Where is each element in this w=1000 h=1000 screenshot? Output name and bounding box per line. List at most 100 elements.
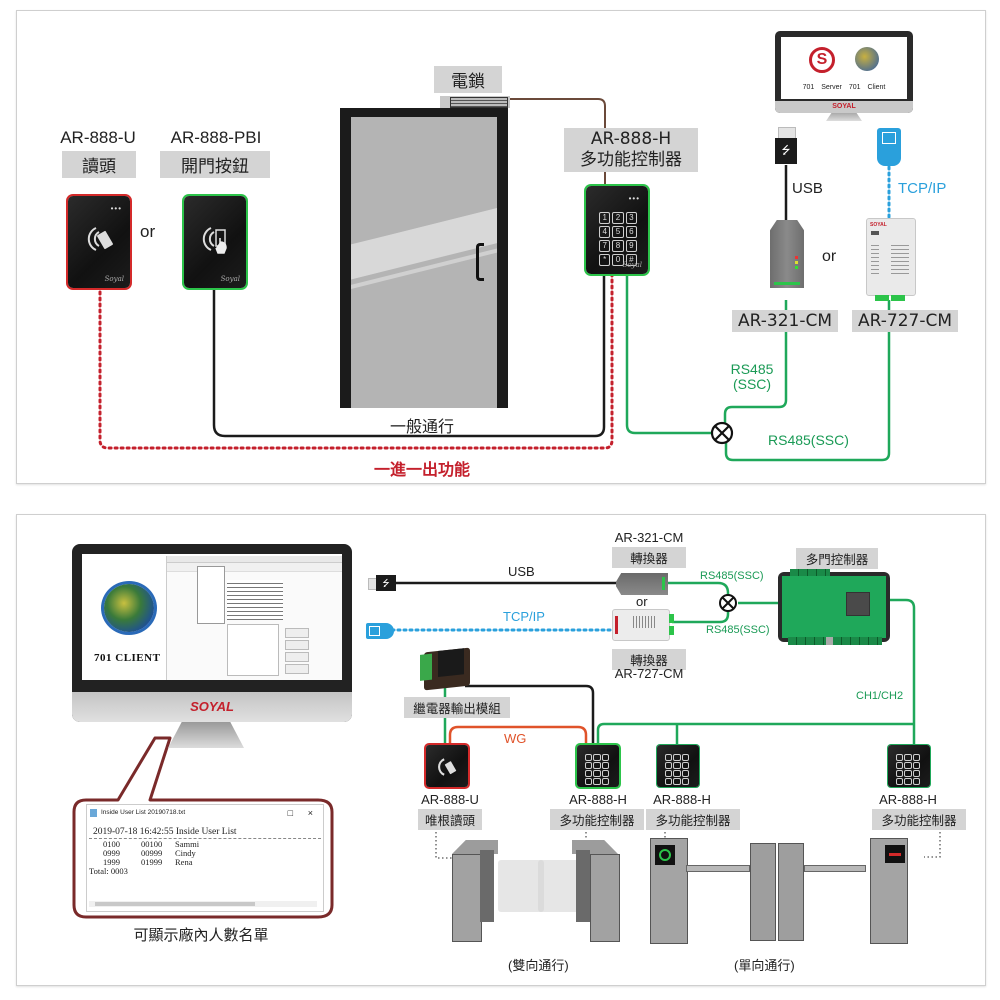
swing-panel-left — [498, 860, 544, 912]
server-app-label: 701 Server — [802, 84, 842, 91]
unidirectional-label: (單向通行) — [734, 958, 795, 973]
ar-727-cm-role-bottom: 轉換器 — [612, 649, 686, 670]
electric-lock-icon — [440, 96, 510, 108]
tripod-turnstile-left — [650, 838, 688, 944]
red-stop-indicator-icon — [889, 853, 901, 856]
ar-888-h-controller-bottom-2 — [657, 745, 699, 787]
usb-symbol-icon: ⭍ — [775, 138, 797, 164]
ar-727-cm-converter-bottom — [612, 609, 674, 641]
device-role-2: 多功能控制器 — [646, 809, 740, 830]
usb-symbol-icon-bottom: ⭍ — [376, 575, 396, 591]
server-monitor: S 701 Server 701 Client SOYAL — [775, 31, 913, 113]
or-text-top-2: or — [822, 248, 837, 265]
or-text-bottom: or — [636, 594, 648, 609]
tripod-turnstile-right — [870, 838, 908, 944]
ar-888-u-reader-bottom — [426, 745, 468, 787]
door-handle-icon — [476, 243, 484, 281]
swing-gate-left — [452, 840, 498, 942]
controller-model: AR-888-H — [590, 129, 672, 149]
ar-727-cm-model-bottom: AR-727-CM — [614, 666, 684, 681]
usb-label-top: USB — [792, 180, 823, 197]
client-app-icon — [855, 47, 879, 71]
client-monitor-stand — [168, 722, 244, 748]
horizontal-scrollbar[interactable] — [89, 901, 317, 907]
green-go-indicator-icon — [659, 849, 671, 861]
callout-caption: 可顯示廠內人數名單 — [133, 927, 269, 944]
or-text-top-1: or — [140, 222, 156, 241]
lock-label-tag: 電鎖 — [434, 66, 502, 93]
multi-door-controller-tag: 多門控制器 — [796, 548, 878, 569]
maximize-button[interactable]: □ — [287, 808, 293, 818]
center-post-left — [750, 843, 776, 941]
anti-passback-label: 一進一出功能 — [373, 462, 470, 479]
center-post-right — [778, 843, 804, 941]
ar-321-cm-converter — [770, 220, 804, 288]
touch-hand-icon — [202, 227, 227, 254]
ch1-ch2-label: CH1/CH2 — [856, 690, 904, 702]
ar-727-cm-converter: SOYAL — [866, 218, 916, 301]
client-monitor-brand: SOYAL — [72, 692, 352, 722]
reader-role-tag: 讀頭 — [62, 151, 136, 178]
controller-role: 多功能控制器 — [580, 150, 682, 170]
rfid-card-icon — [87, 227, 113, 251]
rfid-card-icon — [438, 758, 457, 776]
701-client-logo-icon — [104, 584, 154, 632]
inside-user-list-window: Inside User List 20190718.txt □ × 2019-0… — [86, 804, 324, 912]
relay-module-icon — [420, 647, 470, 691]
relay-module-tag: 繼電器輸出模組 — [404, 697, 510, 718]
ar-321-cm-converter-bottom — [616, 573, 668, 595]
general-pass-label: 一般通行 — [389, 419, 454, 436]
client-monitor: 701 CLIENT SOYAL — [72, 544, 352, 722]
door — [340, 108, 508, 408]
bidirectional-label: (雙向通行) — [508, 958, 569, 973]
controller-label-tag: AR-888-H 多功能控制器 — [564, 128, 698, 172]
ar-888-u-reader: ••• Soyal — [68, 196, 130, 288]
window-title: Inside User List 20190718.txt — [101, 809, 186, 816]
rs485-label-top-bottom: RS485(SSC) — [700, 570, 764, 582]
server-app-icon: S — [809, 47, 835, 73]
rs485-label-a: RS485 (SSC) — [730, 361, 774, 392]
client-app-label: 701 Client — [848, 84, 886, 91]
button-model-label: AR-888-PBI — [170, 128, 262, 147]
swing-gate-right — [572, 840, 620, 942]
monitor-brand: SOYAL — [775, 101, 913, 113]
device-model-3: AR-888-H — [879, 792, 937, 807]
usb-label-bottom: USB — [508, 564, 535, 579]
device-model-1: AR-888-H — [569, 792, 627, 807]
reader-model-label: AR-888-U — [60, 128, 136, 147]
ar-727-cm-label: AR-727-CM — [852, 310, 958, 332]
device-role-3: 多功能控制器 — [872, 809, 966, 830]
wg-label: WG — [504, 731, 527, 746]
ar-888-h-controller-bottom-1 — [577, 745, 619, 787]
ar-321-cm-role-bottom: 轉換器 — [612, 547, 686, 568]
rj45-plug-icon — [877, 128, 901, 166]
tcpip-label-top: TCP/IP — [898, 180, 947, 197]
tripod-arm — [686, 865, 750, 872]
button-role-tag: 開門按鈕 — [160, 151, 270, 178]
total-line: Total: 0003 — [89, 866, 128, 876]
multi-door-controller-board — [778, 569, 890, 645]
ar-321-cm-label: AR-321-CM — [732, 310, 838, 332]
list-header-line: 2019-07-18 16:42:55 Inside User List — [93, 827, 237, 837]
701-client-logo-text: 701 CLIENT — [94, 652, 161, 664]
monitor-stand — [826, 113, 862, 121]
device-model-2: AR-888-H — [653, 792, 711, 807]
device-role-1: 多功能控制器 — [550, 809, 644, 830]
device-role-0: 唯根讀頭 — [418, 809, 482, 830]
tripod-arm-right — [804, 865, 866, 872]
device-model-0: AR-888-U — [421, 792, 479, 807]
tcpip-label-bottom: TCP/IP — [503, 609, 545, 624]
rs485-label-b: RS485(SSC) — [768, 432, 849, 448]
ar-321-cm-model-bottom: AR-321-CM — [614, 530, 684, 545]
rj45-plug-icon-bottom — [366, 623, 394, 639]
ar-888-pbi-button[interactable]: Soyal — [184, 196, 246, 288]
ar-888-h-controller-bottom-3 — [888, 745, 930, 787]
close-button[interactable]: × — [307, 808, 313, 818]
rs485-label-bottom-bottom: RS485(SSC) — [706, 624, 770, 636]
